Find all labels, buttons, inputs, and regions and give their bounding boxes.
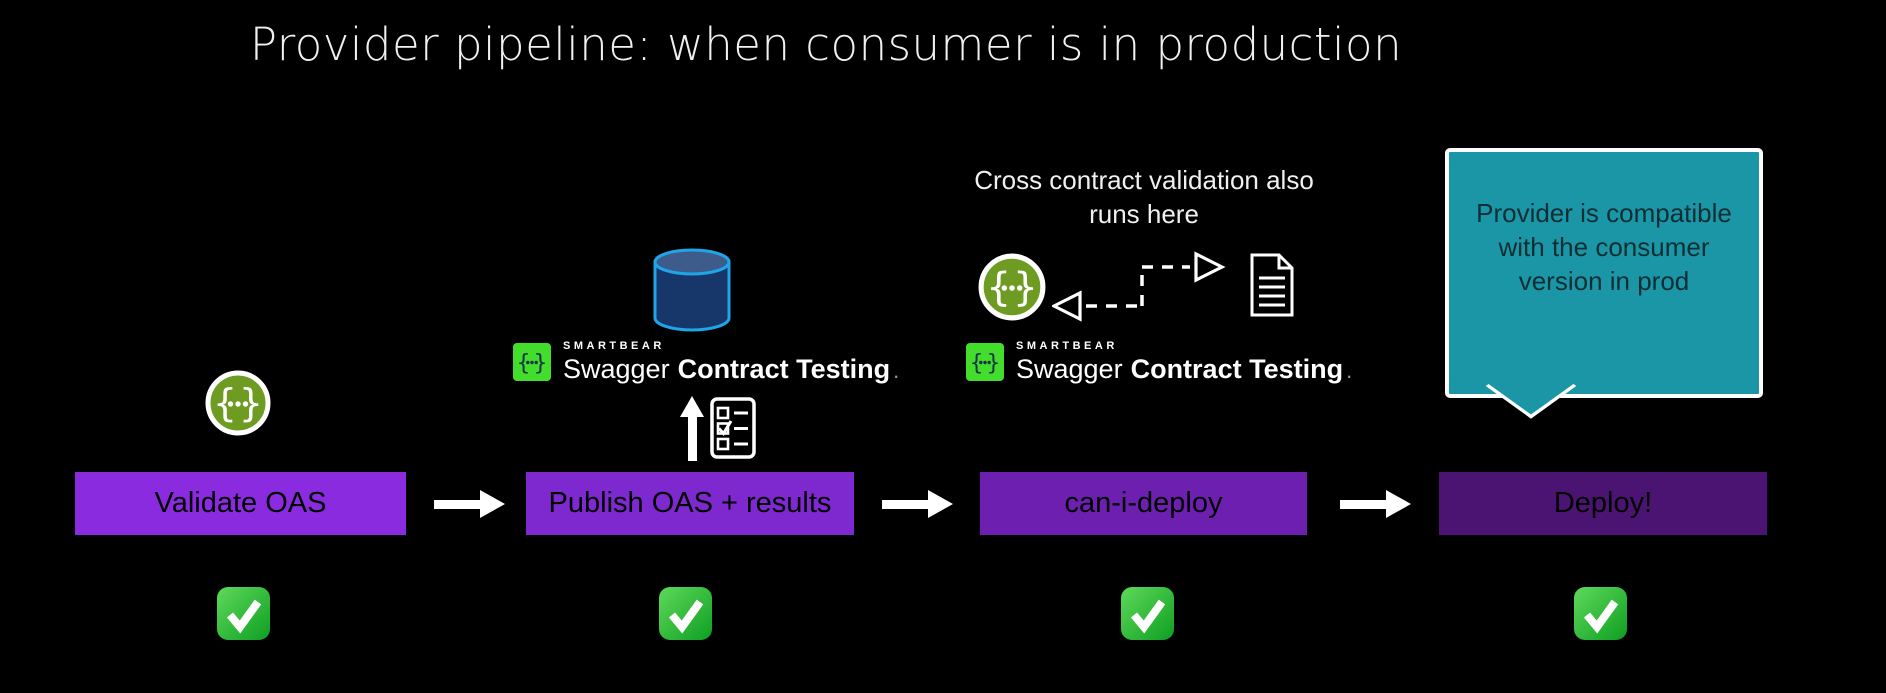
- flow-arrow-icon: [434, 490, 505, 518]
- flow-arrow-icon: [882, 490, 953, 518]
- step-box-publish-oas-results: Publish OAS + results: [526, 472, 854, 535]
- checklist-icon: [710, 397, 756, 459]
- document-icon: [1250, 253, 1294, 317]
- dashed-exchange-icon: [1052, 251, 1226, 322]
- contract-testing-label: Contract Testing: [1130, 354, 1344, 384]
- svg-text:}: }: [1014, 265, 1038, 310]
- arrow-stem: [434, 499, 480, 509]
- flow-arrow-icon: [1340, 490, 1411, 518]
- check-badge-icon: [217, 587, 270, 640]
- check-badge-icon: [1574, 587, 1627, 640]
- contract-testing-label: Contract Testing: [677, 354, 891, 384]
- step-box-can-i-deploy: can-i-deploy: [980, 472, 1307, 535]
- step-box-validate-oas: Validate OAS: [75, 472, 406, 535]
- arrow-stem: [687, 417, 697, 461]
- note-line: runs here: [1089, 199, 1199, 229]
- cross-contract-note: Cross contract validation also runs here: [944, 163, 1344, 231]
- smartbear-logo-icon: { }: [513, 343, 551, 381]
- smartbear-brand-label: SMARTBEAR: [563, 340, 665, 352]
- database-icon: [653, 248, 731, 332]
- step-box-deploy: Deploy!: [1439, 472, 1767, 535]
- arrow-head: [1386, 490, 1411, 518]
- check-badge-icon: [1121, 587, 1174, 640]
- check-badge-icon: [659, 587, 712, 640]
- svg-text:{: {: [987, 265, 1011, 310]
- bubble-line: with the consumer: [1498, 232, 1710, 262]
- swagger-label: Swagger: [1016, 354, 1123, 384]
- up-arrow-icon: [680, 396, 704, 461]
- arrow-head: [680, 396, 704, 417]
- logo-period: .: [893, 358, 900, 383]
- arrow-head: [480, 490, 505, 518]
- arrow-head: [928, 490, 953, 518]
- speech-bubble-tail: [1485, 353, 1577, 419]
- svg-text:}: }: [987, 351, 1000, 376]
- svg-text:{: {: [517, 351, 530, 376]
- swagger-icon: { }: [205, 370, 271, 436]
- note-line: Cross contract validation also: [974, 165, 1314, 195]
- smartbear-brand-label: SMARTBEAR: [1016, 340, 1118, 352]
- svg-text:{: {: [214, 381, 237, 425]
- swagger-icon: { }: [978, 253, 1046, 321]
- speech-bubble: Provider is compatible with the consumer…: [1445, 148, 1763, 419]
- arrow-stem: [882, 499, 928, 509]
- smartbear-logo-icon: { }: [966, 343, 1004, 381]
- arrow-stem: [1340, 499, 1386, 509]
- bubble-line: Provider is compatible: [1476, 198, 1732, 228]
- swagger-label: Swagger: [563, 354, 670, 384]
- bubble-line: version in prod: [1518, 266, 1690, 296]
- svg-text:}: }: [240, 381, 263, 425]
- logo-period: .: [1346, 358, 1353, 383]
- svg-text:{: {: [970, 351, 983, 376]
- page-title: Provider pipeline: when consumer is in p…: [249, 18, 1403, 71]
- svg-text:}: }: [534, 351, 547, 376]
